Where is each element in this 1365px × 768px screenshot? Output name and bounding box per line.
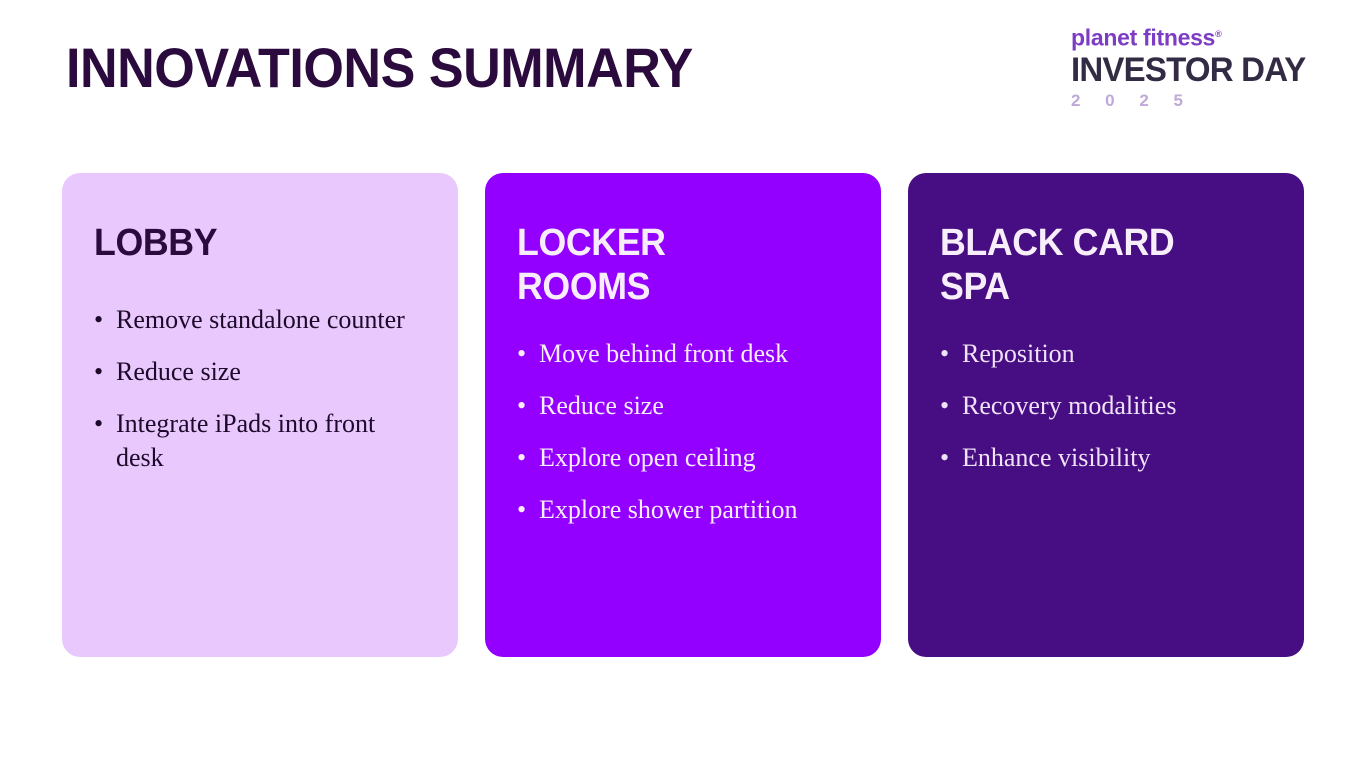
list-item: Recovery modalities bbox=[940, 389, 1272, 423]
list-item: Reposition bbox=[940, 337, 1272, 371]
list-item: Move behind front desk bbox=[517, 337, 849, 371]
list-item: Explore shower partition bbox=[517, 493, 849, 527]
slide-header: INNOVATIONS SUMMARY planet fitness® INVE… bbox=[0, 0, 1365, 150]
list-item: Remove standalone counter bbox=[94, 303, 426, 337]
planet-fitness-wordmark-text: planet fitness bbox=[1071, 24, 1216, 51]
list-item: Integrate iPads into front desk bbox=[94, 407, 426, 475]
card-black-card-spa-heading: BLACK CARD SPA bbox=[940, 222, 1175, 308]
page-title: INNOVATIONS SUMMARY bbox=[66, 36, 693, 99]
planet-fitness-wordmark: planet fitness® bbox=[1071, 22, 1222, 51]
card-lobby: LOBBY Remove standalone counter Reduce s… bbox=[62, 173, 458, 657]
list-item: Explore open ceiling bbox=[517, 441, 849, 475]
innovation-cards-row: LOBBY Remove standalone counter Reduce s… bbox=[62, 173, 1304, 657]
card-lobby-bullet-list: Remove standalone counter Reduce size In… bbox=[94, 303, 426, 475]
card-locker-rooms-bullet-list: Move behind front desk Reduce size Explo… bbox=[517, 337, 849, 527]
investor-day-logo: planet fitness® INVESTOR DAY 2 0 2 5 bbox=[1071, 22, 1337, 111]
logo-year: 2 0 2 5 bbox=[1071, 90, 1193, 110]
card-locker-rooms: LOCKER ROOMS Move behind front desk Redu… bbox=[485, 173, 881, 657]
investor-day-wordmark: INVESTOR DAY bbox=[1071, 50, 1306, 89]
card-locker-rooms-heading: LOCKER ROOMS bbox=[517, 222, 666, 308]
registered-trademark-icon: ® bbox=[1215, 29, 1222, 39]
list-item: Reduce size bbox=[94, 355, 426, 389]
card-black-card-spa-bullet-list: Reposition Recovery modalities Enhance v… bbox=[940, 337, 1272, 475]
card-black-card-spa: BLACK CARD SPA Reposition Recovery modal… bbox=[908, 173, 1304, 657]
list-item: Reduce size bbox=[517, 389, 849, 423]
list-item: Enhance visibility bbox=[940, 441, 1272, 475]
card-lobby-heading: LOBBY bbox=[94, 222, 218, 264]
